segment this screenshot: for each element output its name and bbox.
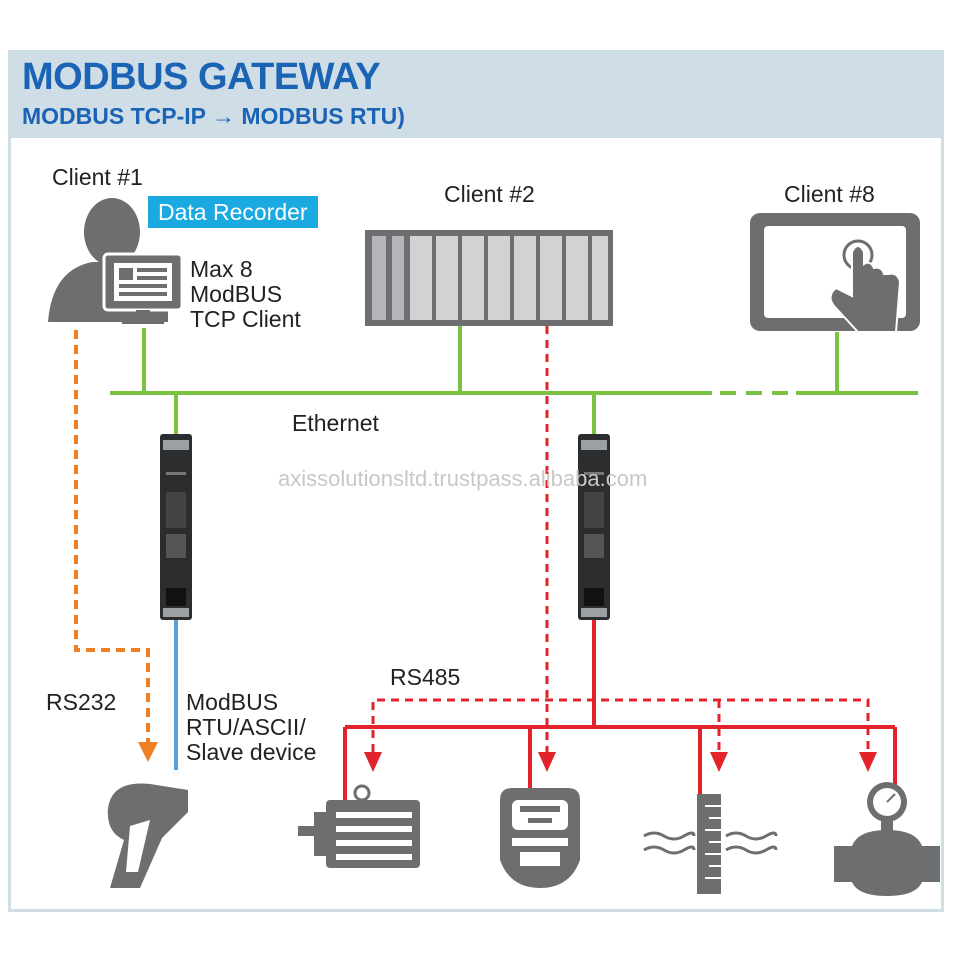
client1-label: Client #1 (52, 164, 143, 190)
watermark: axissolutionsltd.trustpass.alibaba.com (278, 466, 648, 491)
touch-panel-icon (750, 213, 920, 333)
slave-device-line3: Slave device (186, 739, 317, 765)
slave-device-line1: ModBUS (186, 689, 279, 715)
page-title: MODBUS GATEWAY (22, 56, 381, 98)
client2-label: Client #2 (444, 181, 535, 207)
page-subtitle: MODBUS TCP-IP → MODBUS RTU) (22, 103, 405, 129)
slave-device-line2: RTU/ASCII/ (186, 714, 306, 740)
data-recorder-badge: Data Recorder (148, 196, 318, 228)
ethernet-label: Ethernet (292, 410, 379, 436)
plc-rack-icon (365, 230, 613, 326)
rs485-label: RS485 (390, 664, 461, 690)
monitor-icon (102, 252, 184, 324)
max-clients-line3: TCP Client (190, 306, 301, 332)
max-clients-line2: ModBUS (190, 281, 283, 307)
rs485-bus (343, 620, 897, 800)
gateway-device-left (160, 434, 192, 620)
max-clients-line1: Max 8 (190, 256, 253, 282)
pressure-gauge-icon (834, 782, 940, 896)
rs232-label: RS232 (46, 689, 117, 715)
energy-meter-icon (500, 788, 580, 888)
gateway-device-right (578, 434, 610, 620)
rs232-link (74, 330, 158, 762)
level-gauge-icon (643, 794, 778, 894)
polling-arrows (364, 752, 877, 772)
header-band (8, 50, 944, 138)
ethernet-bus (110, 325, 918, 436)
client8-label: Client #8 (784, 181, 875, 207)
polling-lines (371, 326, 870, 752)
motor-icon (298, 784, 420, 868)
barcode-scanner-icon (107, 783, 188, 888)
